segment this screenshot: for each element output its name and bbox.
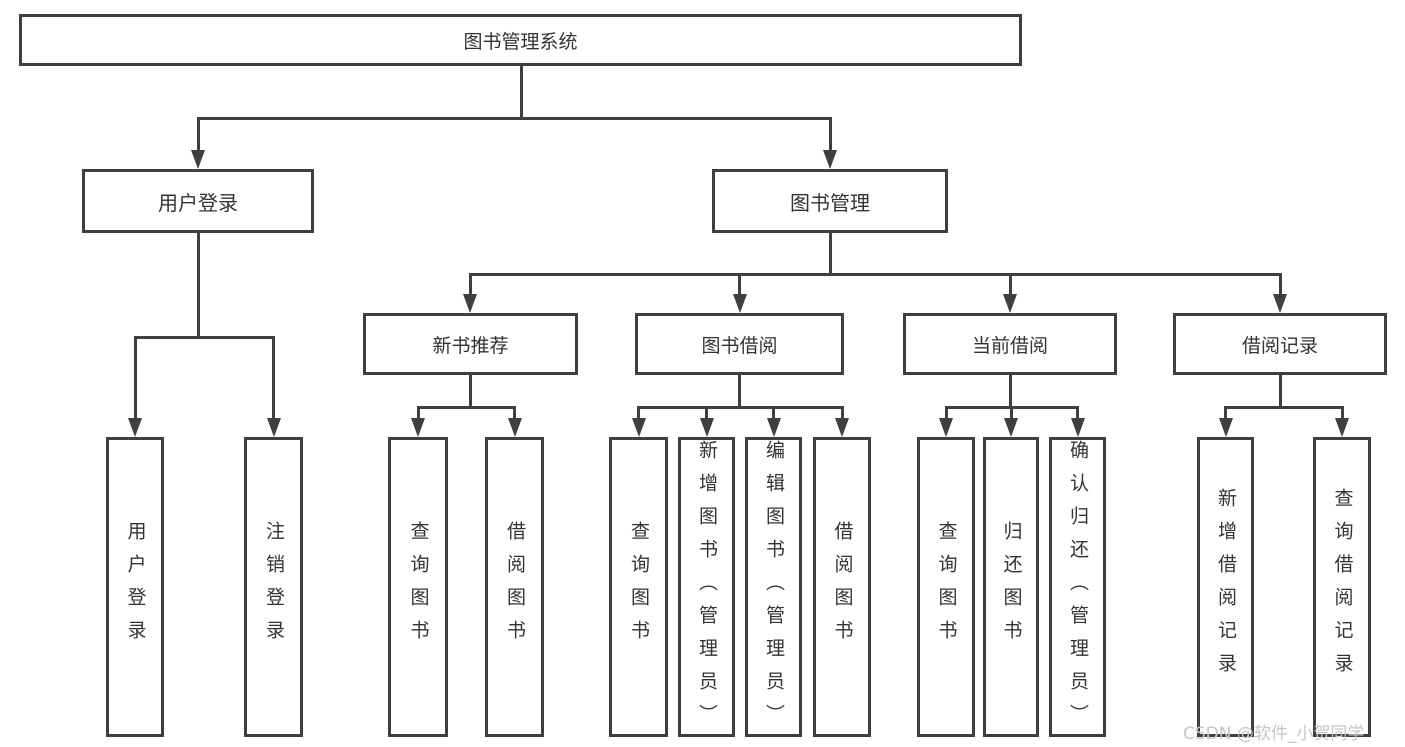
arrow-down-icon <box>463 294 477 313</box>
connector-leaf <box>944 406 948 420</box>
arrow-down-icon <box>1070 418 1085 437</box>
leaf-return-books: 归还图书 <box>983 437 1039 737</box>
connector-user-login-bar <box>133 336 275 339</box>
node-library-management-system: 图书管理系统 <box>19 14 1022 66</box>
arrow-down-icon <box>823 150 837 169</box>
connector-records-bar <box>1224 406 1344 409</box>
leaf-label: 归还图书 <box>1000 521 1023 653</box>
connector-to-book-management <box>828 117 832 151</box>
connector-leaf <box>705 406 708 420</box>
arrow-down-icon <box>128 418 142 437</box>
node-label: 图书借阅 <box>701 334 778 357</box>
node-label: 用户登录 <box>158 190 238 215</box>
connector-user-login-stem <box>196 233 200 336</box>
leaf-label: 新增图书（管理员） <box>696 440 718 737</box>
connector-records-stem <box>1278 375 1282 406</box>
node-label: 新书推荐 <box>432 334 509 357</box>
connector-to-new-book-recommendation <box>468 273 472 296</box>
arrow-down-icon <box>1273 294 1287 313</box>
leaf-label: 借阅图书 <box>504 521 526 653</box>
leaf-label: 查询借阅记录 <box>1331 488 1354 686</box>
connector-recommend-stem <box>468 375 472 406</box>
arrow-down-icon <box>1218 418 1233 437</box>
leaf-edit-books-admin: 编辑图书（管理员） <box>745 437 802 737</box>
connector-leaf <box>1224 406 1227 420</box>
connector-to-leaf-logout <box>272 336 275 419</box>
connector-to-book-borrowing <box>738 273 741 296</box>
arrow-down-icon <box>191 150 205 169</box>
connector-leaf <box>840 406 844 420</box>
leaf-add-books-admin: 新增图书（管理员） <box>678 437 735 737</box>
leaf-query-books-recommend: 查询图书 <box>388 437 448 737</box>
arrow-down-icon <box>1335 418 1349 437</box>
leaf-label: 查询图书 <box>935 521 958 653</box>
connector-recommend-bar <box>416 406 516 409</box>
node-user-login: 用户登录 <box>82 169 314 233</box>
connector-to-leaf-user-login <box>133 336 137 419</box>
leaf-label: 注销登录 <box>263 521 285 653</box>
node-current-borrowing: 当前借阅 <box>903 313 1117 375</box>
node-new-book-recommendation: 新书推荐 <box>363 313 578 375</box>
arrow-down-icon <box>835 418 849 437</box>
leaf-label: 新增借阅记录 <box>1215 488 1237 686</box>
leaf-add-borrow-record: 新增借阅记录 <box>1197 437 1254 737</box>
leaf-label: 查询图书 <box>628 521 650 653</box>
connector-leaf <box>1009 406 1013 420</box>
connector-leaf <box>637 406 640 420</box>
node-label: 图书管理 <box>790 190 870 215</box>
arrow-down-icon <box>939 418 953 437</box>
leaf-label: 借阅图书 <box>831 521 854 653</box>
connector-leaf <box>416 406 420 420</box>
connector-current-stem <box>1008 375 1012 406</box>
arrow-down-icon <box>1003 294 1017 313</box>
leaf-label: 确认归还（管理员） <box>1067 440 1089 737</box>
connector-root-stem <box>519 66 523 117</box>
leaf-label: 查询图书 <box>407 521 430 653</box>
arrow-down-icon <box>507 418 522 437</box>
connector-book-management-bar <box>468 273 1282 276</box>
leaf-label: 编辑图书（管理员） <box>763 440 785 737</box>
node-book-management: 图书管理 <box>712 169 948 233</box>
connector-book-management-stem <box>828 233 832 273</box>
leaf-query-books-borrowing: 查询图书 <box>609 437 668 737</box>
node-label: 当前借阅 <box>971 334 1048 357</box>
connector-to-current-borrowing <box>1008 273 1012 296</box>
arrow-down-icon <box>732 294 747 313</box>
node-label: 图书管理系统 <box>463 30 578 53</box>
connector-leaf <box>513 406 516 420</box>
connector-root-bar <box>196 117 832 120</box>
leaf-borrow-books-recommend: 借阅图书 <box>485 437 544 737</box>
connector-leaf <box>1340 406 1344 420</box>
connector-leaf <box>772 406 775 420</box>
connector-to-borrowing-records <box>1278 273 1282 296</box>
node-book-borrowing: 图书借阅 <box>635 313 844 375</box>
leaf-user-login: 用户登录 <box>106 437 164 737</box>
leaf-query-borrow-record: 查询借阅记录 <box>1313 437 1371 737</box>
leaf-label: 用户登录 <box>124 521 147 653</box>
leaf-query-books-current: 查询图书 <box>917 437 975 737</box>
connector-borrowing-bar <box>637 406 844 409</box>
connector-leaf <box>1076 406 1079 420</box>
arrow-down-icon <box>631 418 646 437</box>
node-borrowing-records: 借阅记录 <box>1173 313 1387 375</box>
arrow-down-icon <box>1004 418 1018 437</box>
connector-borrowing-stem <box>738 375 741 406</box>
arrow-down-icon <box>699 418 714 437</box>
leaf-logout-login: 注销登录 <box>244 437 303 737</box>
csdn-watermark: CSDN @软件_小贺同学 <box>1183 724 1365 744</box>
leaf-confirm-return-admin: 确认归还（管理员） <box>1049 437 1106 737</box>
connector-to-user-login <box>196 117 200 151</box>
arrow-down-icon <box>766 418 781 437</box>
arrow-down-icon <box>266 418 281 437</box>
arrow-down-icon <box>411 418 425 437</box>
leaf-borrow-books-borrowing: 借阅图书 <box>813 437 871 737</box>
node-label: 借阅记录 <box>1241 334 1318 357</box>
